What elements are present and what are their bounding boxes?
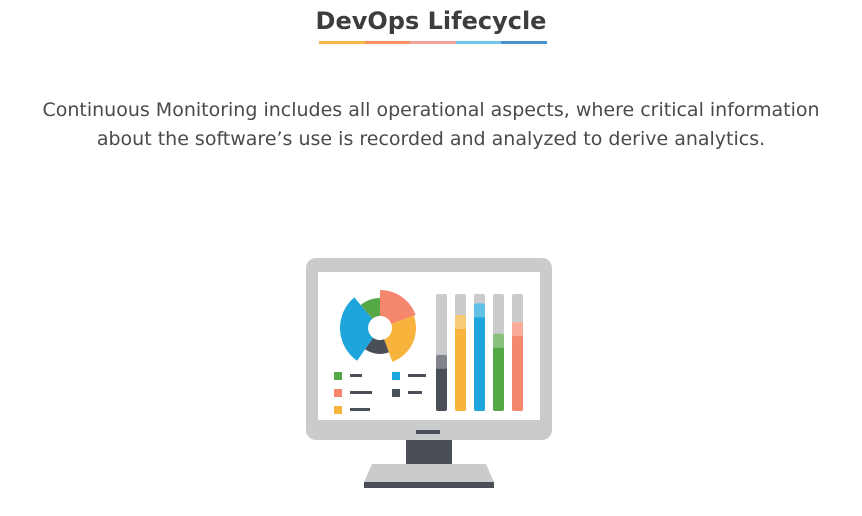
legend-swatch-orange xyxy=(334,406,342,414)
chart-legend xyxy=(334,372,426,414)
donut-segment-orange xyxy=(384,315,416,362)
bar-cap xyxy=(455,315,466,330)
monitor-stand-foot xyxy=(364,482,494,488)
legend-swatch-dark xyxy=(392,389,400,397)
legend-line xyxy=(408,391,422,394)
underline-segment xyxy=(319,41,365,44)
bar-cap xyxy=(436,354,447,369)
bar-fill xyxy=(493,333,504,411)
underline-segment xyxy=(455,41,502,44)
description-text: Continuous Monitoring includes all opera… xyxy=(42,99,820,150)
legend-line xyxy=(350,391,372,394)
bar-cap xyxy=(512,322,523,337)
bar-fill xyxy=(474,303,485,411)
bar-cap xyxy=(474,303,485,318)
bar-fill xyxy=(436,354,447,411)
donut-segment-salmon xyxy=(380,290,416,324)
bar-chart xyxy=(436,294,523,411)
underline-segment xyxy=(410,41,456,44)
donut-segment-dark xyxy=(365,337,389,354)
legend-swatch-green xyxy=(334,372,342,380)
power-button-icon xyxy=(416,430,440,434)
legend-line xyxy=(350,374,362,377)
title-underline xyxy=(319,41,547,44)
donut-segment-green xyxy=(360,298,380,319)
monitor-stand-neck xyxy=(406,440,452,464)
legend-swatch-salmon xyxy=(334,389,342,397)
legend-line xyxy=(350,408,370,411)
legend-line xyxy=(408,374,426,377)
monitor-illustration xyxy=(306,258,552,488)
bar-cap xyxy=(493,333,504,348)
legend-swatch-blue xyxy=(392,372,400,380)
bar-fill xyxy=(455,315,466,411)
donut-chart xyxy=(340,290,416,362)
underline-segment xyxy=(501,41,547,44)
monitor-stand-base xyxy=(364,464,494,482)
page-title: DevOps Lifecycle xyxy=(315,7,547,35)
underline-segment xyxy=(364,41,411,44)
donut-segment-blue xyxy=(340,297,374,361)
bar-fill xyxy=(512,322,523,411)
monitor-analytics-icon xyxy=(300,250,560,495)
